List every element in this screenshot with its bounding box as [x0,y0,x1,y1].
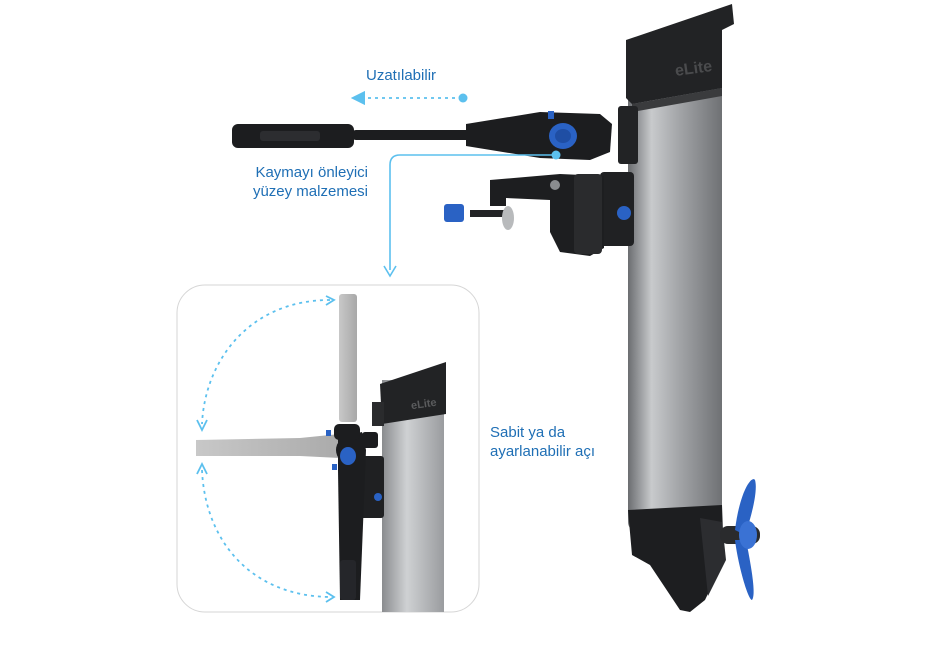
angle-label-line2: ayarlanabilir açı [490,443,596,460]
outboard-motor: eLite [600,4,760,612]
inset-brand-logo: eLite [410,397,437,412]
propeller [720,479,760,600]
angle-label: Sabit ya da ayarlanabilir açı [490,423,595,461]
angle-inset-panel: eLite [176,284,480,613]
connector-line [389,154,556,270]
grip-label-line1: Kaymayı önleyici [255,164,368,181]
grip-label-line2: yüzey malzemesi [252,183,368,200]
tiller-handle [232,111,612,160]
extendable-label: Uzatılabilir [366,67,437,84]
grip-surface-label: Kaymayı önleyici yüzey malzemesi [232,163,368,201]
angle-arrow-lower [201,469,331,598]
angle-label-line1: Sabit ya da [490,424,566,441]
brand-logo: eLite [674,58,713,80]
clamp-bracket [444,174,631,256]
